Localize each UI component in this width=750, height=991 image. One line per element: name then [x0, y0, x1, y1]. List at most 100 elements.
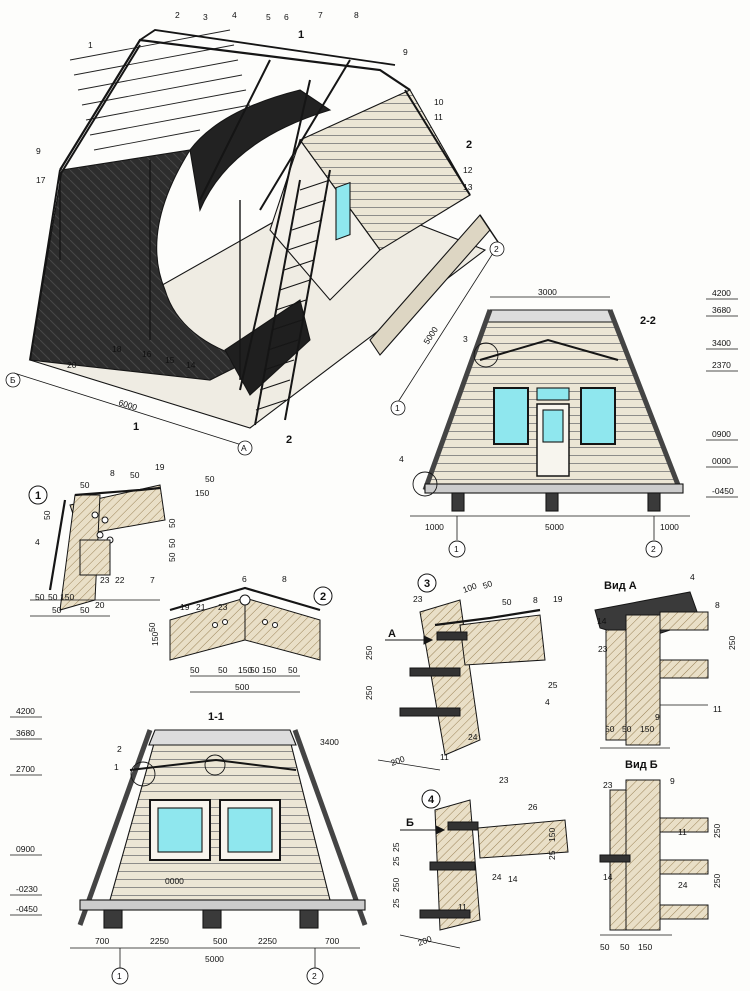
detail-1-dim-3: 50	[205, 474, 215, 484]
s11-level-3400: 3400	[320, 737, 339, 747]
iso-axis-2: 2	[494, 244, 499, 254]
view-a-callout-23-3: 23	[598, 644, 608, 654]
detail-4-callout-24: 24	[492, 872, 502, 882]
detail-2-callout-23: 23	[218, 602, 228, 612]
s22-elev-0900: 0900	[712, 429, 731, 439]
detail-2-dim-9: 500	[235, 682, 249, 692]
detail-1-callout-19-1: 19	[155, 462, 165, 472]
view-b-dim-3: 50	[600, 942, 610, 952]
iso-callout-14: 9	[36, 146, 41, 156]
detail-4	[399, 789, 569, 949]
detail-3-dim-3: 50	[502, 597, 512, 607]
s22-elev-3400: 3400	[712, 338, 731, 348]
iso-axis-b: Б	[10, 375, 16, 385]
detail-2-callout-21: 21	[196, 602, 206, 612]
detail-1	[28, 484, 166, 617]
detail-3-dim-1: 100	[461, 581, 478, 595]
view-a-callout-11-5: 11	[713, 704, 722, 714]
view-b-title: Вид Б	[625, 759, 658, 771]
detail-3-callout-23-0: 23	[413, 594, 423, 604]
s22-window-right	[580, 387, 616, 445]
view-a-title: Вид А	[604, 580, 637, 592]
iso-callout-10: 10	[434, 97, 444, 107]
iso-window	[335, 181, 351, 241]
detail-3-dim-5: 250	[364, 686, 374, 700]
s22-axis-1: 1	[454, 544, 459, 554]
view-a-dim-1: 250	[727, 636, 737, 650]
s11-level-0000: 0000	[165, 876, 184, 886]
view-a-dim-3: 50	[622, 724, 632, 734]
view-a-callout-8-1: 8	[715, 600, 720, 610]
iso-callout-5: 5	[266, 12, 271, 22]
detail-1-dim-8: 50	[167, 552, 177, 562]
iso-section-1-bottom: 1	[133, 421, 139, 433]
view-a-callout-4-0: 4	[690, 572, 695, 582]
section-2-2	[410, 296, 690, 558]
detail-1-dim-10: 50	[48, 592, 58, 602]
iso-callout-19: 15	[165, 355, 175, 365]
detail-3-arrow: А	[388, 628, 396, 640]
detail-3-number: 3	[424, 578, 430, 590]
view-b-callout-9: 9	[670, 776, 675, 786]
s22-window-left	[493, 387, 529, 445]
s22-axis-2: 2	[651, 544, 656, 554]
detail-4-callout-11: 11	[458, 902, 467, 912]
s11-elev-0900: 0900	[16, 844, 35, 854]
detail-2-callout-8: 8	[282, 574, 287, 584]
iso-callout-3: 3	[203, 12, 208, 22]
detail-1-callout-20-6: 20	[95, 600, 105, 610]
iso-callout-15: 17	[36, 175, 46, 185]
detail-4-callout-14: 14	[508, 874, 518, 884]
detail-1-dim-13: 50	[80, 605, 90, 615]
detail-2-dim-4: 50	[218, 665, 228, 675]
iso-callout-11: 11	[434, 112, 443, 122]
detail-1-callout-22-4: 22	[115, 575, 125, 585]
s11-elev--0450: -0450	[16, 904, 38, 914]
detail-1-callout-4-2: 4	[35, 537, 40, 547]
iso-rafters	[29, 44, 471, 391]
iso-dim-5000: 5000	[421, 325, 440, 347]
detail-1-dim-4: 150	[195, 488, 209, 498]
s11-dim-5: 700	[325, 936, 339, 946]
detail-1-dim-1: 50	[80, 480, 90, 490]
iso-callout-13: 13	[463, 182, 473, 192]
iso-callout-16: 20	[67, 360, 77, 370]
detail-3-callout-19-2: 19	[553, 594, 563, 604]
view-b-dim-5: 150	[638, 942, 652, 952]
s22-title: 2-2	[640, 315, 656, 327]
detail-1-dim-6: 50	[167, 518, 177, 528]
detail-2-dim-2: 150	[150, 632, 160, 646]
iso-callout-12: 12	[463, 165, 473, 175]
s22-callout-4: 4	[399, 454, 404, 464]
iso-dimensions	[5, 241, 505, 456]
view-a-dim-4: 150	[640, 724, 654, 734]
section-1-1	[70, 729, 368, 985]
detail-4-dim-6: 25	[547, 850, 557, 860]
s11-elev-4200: 4200	[16, 706, 35, 716]
s11-axis-1: 1	[117, 971, 122, 981]
iso-gable-wall	[269, 138, 381, 301]
s11-dim-3: 500	[213, 936, 227, 946]
s11-title: 1-1	[208, 711, 224, 723]
s11-elev-3680: 3680	[16, 728, 35, 738]
detail-1-dim-11: 150	[60, 592, 74, 602]
detail-4-arrow: Б	[406, 817, 414, 829]
view-b-callout-23: 23	[603, 780, 613, 790]
detail-2-dim-5: 150	[238, 665, 252, 675]
iso-section-2-right: 2	[466, 139, 472, 151]
detail-2-dim-6: 50	[250, 665, 260, 675]
detail-2-dim-8: 50	[288, 665, 298, 675]
iso-callout-8: 8	[354, 10, 359, 20]
detail-1-dim-5: 50	[42, 510, 52, 520]
s22-elev-2370: 2370	[712, 360, 731, 370]
iso-staircase	[254, 169, 331, 426]
view-b-dim-2: 250	[712, 874, 722, 888]
iso-callout-9: 9	[403, 47, 408, 57]
